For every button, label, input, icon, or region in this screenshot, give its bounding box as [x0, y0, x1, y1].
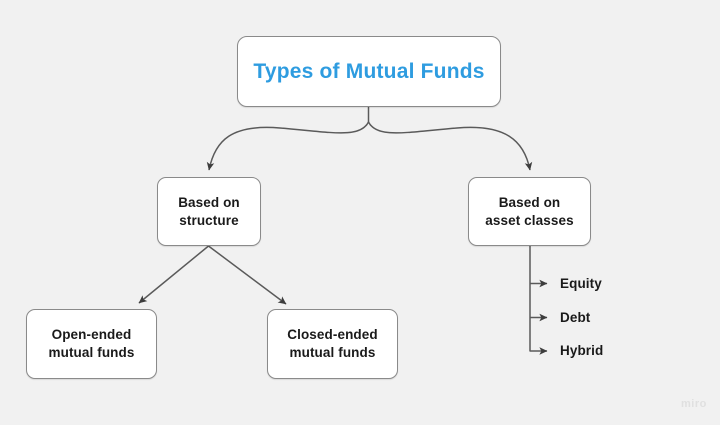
node-label: Based on structure — [178, 194, 240, 228]
miro-watermark: miro — [681, 398, 707, 410]
node-label: Based on asset classes — [485, 194, 574, 228]
node-label: Types of Mutual Funds — [253, 59, 485, 83]
connector-root-to-structure — [206, 121, 370, 171]
connector-root-to-asset — [367, 121, 533, 171]
node-based-on-structure[interactable]: Based on structure — [157, 177, 261, 246]
leaf-label-hybrid[interactable]: Hybrid — [560, 343, 604, 358]
node-open-ended-mutual-funds[interactable]: Open-ended mutual funds — [26, 309, 157, 379]
node-closed-ended-mutual-funds[interactable]: Closed-ended mutual funds — [267, 309, 398, 379]
node-label: Closed-ended mutual funds — [287, 327, 378, 360]
leaf-label-debt[interactable]: Debt — [560, 310, 591, 325]
connector-structure-to-closed — [208, 245, 287, 305]
node-based-on-asset-classes[interactable]: Based on asset classes — [468, 177, 591, 246]
node-types-of-mutual-funds[interactable]: Types of Mutual Funds — [237, 36, 501, 107]
node-label: Open-ended mutual funds — [48, 327, 135, 360]
leaf-label-equity[interactable]: Equity — [560, 276, 602, 291]
connector-structure-to-open — [138, 245, 209, 304]
